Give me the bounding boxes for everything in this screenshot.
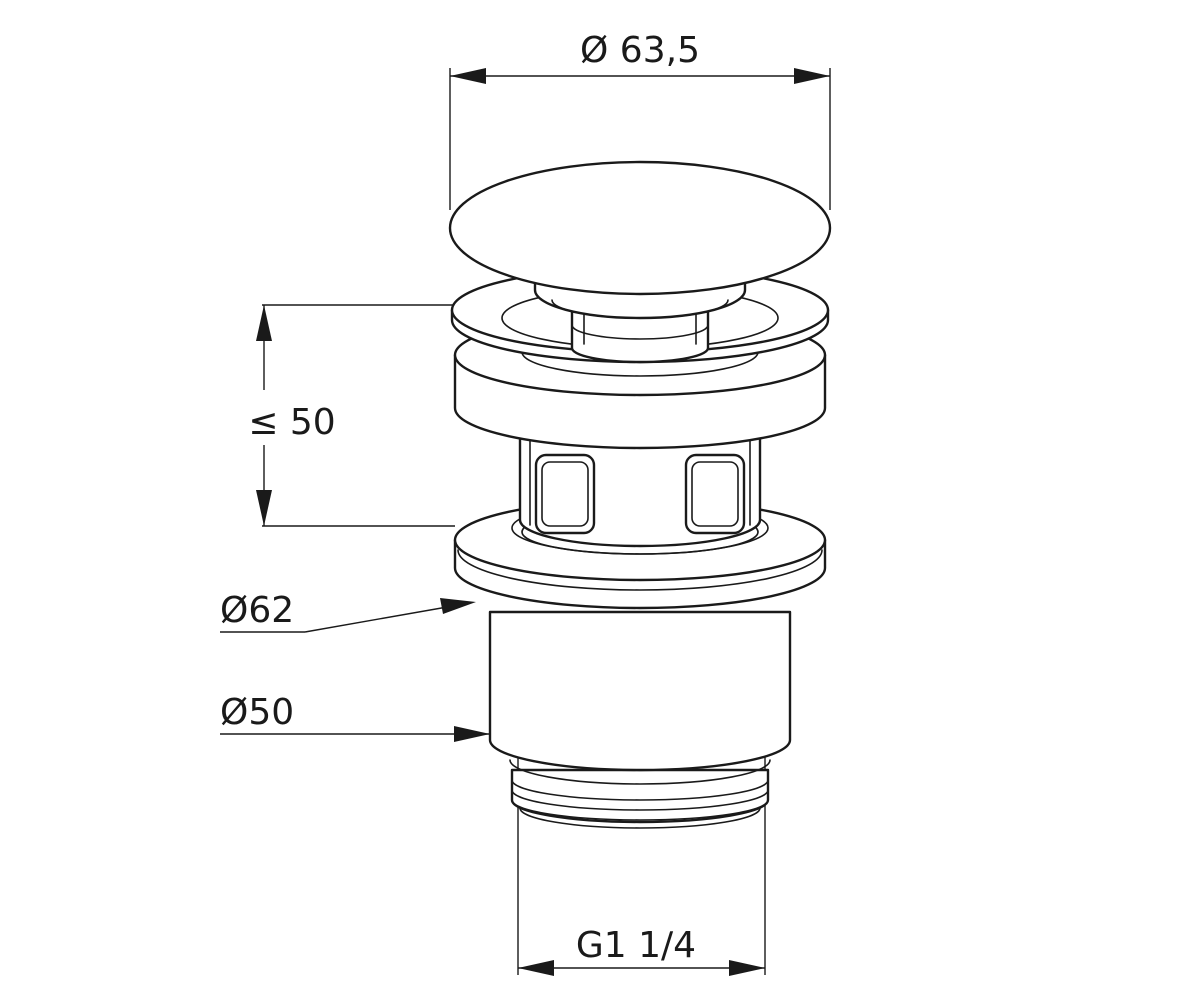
thread-arrow-right xyxy=(729,960,765,976)
cap-arrow-right xyxy=(794,68,830,84)
height-arrow-top xyxy=(256,305,272,341)
flange-diameter-dimension: Ø62 xyxy=(220,590,476,633)
height-label: ≤ 50 xyxy=(248,402,335,443)
strainer-cage xyxy=(518,418,762,548)
flange-leader-arrow xyxy=(440,598,476,614)
body-leader-arrow xyxy=(454,726,490,742)
pop-up-cap xyxy=(448,160,832,320)
body-tube xyxy=(488,610,792,772)
cap-diameter-dimension: Ø 63,5 xyxy=(449,30,831,210)
thread-dimension: G1 1/4 xyxy=(517,715,766,976)
cap-diameter-label: Ø 63,5 xyxy=(580,30,700,71)
body-diameter-label: Ø50 xyxy=(220,692,294,733)
flange-diameter-label: Ø62 xyxy=(220,590,294,631)
thread-arrow-left xyxy=(518,960,554,976)
waste-body xyxy=(488,610,792,829)
cap-arrow-left xyxy=(450,68,486,84)
cage-window-right xyxy=(684,453,746,535)
height-arrow-bottom xyxy=(256,490,272,526)
thread-label: G1 1/4 xyxy=(576,925,696,966)
thread-section xyxy=(510,768,770,829)
cage-window-left xyxy=(534,453,596,535)
height-dimension: ≤ 50 xyxy=(248,304,455,527)
body-diameter-dimension: Ø50 xyxy=(220,692,490,742)
